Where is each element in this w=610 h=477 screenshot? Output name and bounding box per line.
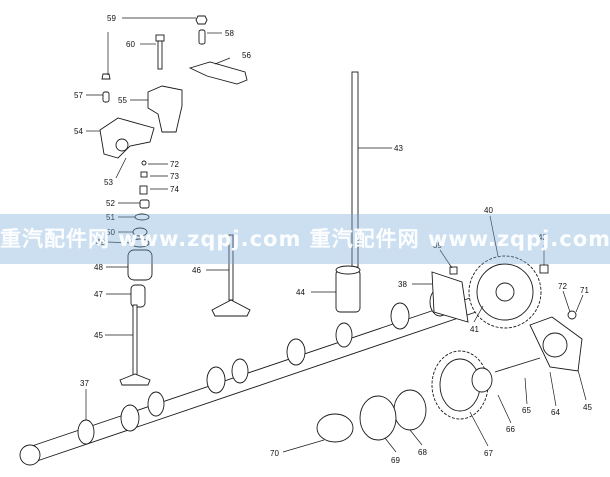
- callout-label: 73: [170, 172, 179, 181]
- callout-label: 59: [107, 14, 116, 23]
- callout-label: 42: [538, 233, 547, 242]
- callout-label: 40: [484, 206, 493, 215]
- watermark-text: 重汽配件网 www.zqpj.com 重汽配件网 www.zqpj.com: [0, 227, 610, 251]
- callout-label: 46: [192, 266, 201, 275]
- callout-label: 65: [522, 406, 531, 415]
- callout-label: 52: [106, 199, 115, 208]
- callout-label: 41: [470, 325, 479, 334]
- callout-label: 44: [296, 288, 305, 297]
- callout-label: 64: [551, 408, 560, 417]
- leader-lines: [85, 17, 587, 453]
- watermark-band: [0, 214, 610, 264]
- callout-label: 50: [106, 228, 115, 237]
- callout-label: 68: [418, 448, 427, 457]
- callout-label: 58: [225, 29, 234, 38]
- callout-labels: 59 58 60 56 57 55 54 53 72 73 74 52 51 5…: [74, 14, 592, 465]
- callout-label: 72: [558, 282, 567, 291]
- callout-label: 72: [170, 160, 179, 169]
- callout-label: 57: [74, 91, 83, 100]
- callout-label: 53: [104, 178, 113, 187]
- callout-label: 38: [398, 280, 407, 289]
- callout-label: 47: [94, 290, 103, 299]
- callout-label: 66: [506, 425, 515, 434]
- callout-label: 71: [580, 286, 589, 295]
- callout-label: 48: [94, 263, 103, 272]
- callout-label: 49: [96, 238, 105, 247]
- callout-label: 39: [433, 241, 442, 250]
- parts-drawing: [19, 15, 583, 466]
- callout-label: 56: [242, 51, 251, 60]
- callout-label: 45: [94, 331, 103, 340]
- callout-label: 43: [394, 144, 403, 153]
- callout-label: 54: [74, 127, 83, 136]
- callout-label: 74: [170, 185, 179, 194]
- callout-label: 37: [80, 379, 89, 388]
- callout-label: 67: [484, 449, 493, 458]
- callout-label: 55: [118, 96, 127, 105]
- callout-label: 51: [106, 213, 115, 222]
- callout-label: 45: [583, 403, 592, 412]
- callout-label: 60: [126, 40, 135, 49]
- callout-label: 70: [270, 449, 279, 458]
- callout-label: 69: [391, 456, 400, 465]
